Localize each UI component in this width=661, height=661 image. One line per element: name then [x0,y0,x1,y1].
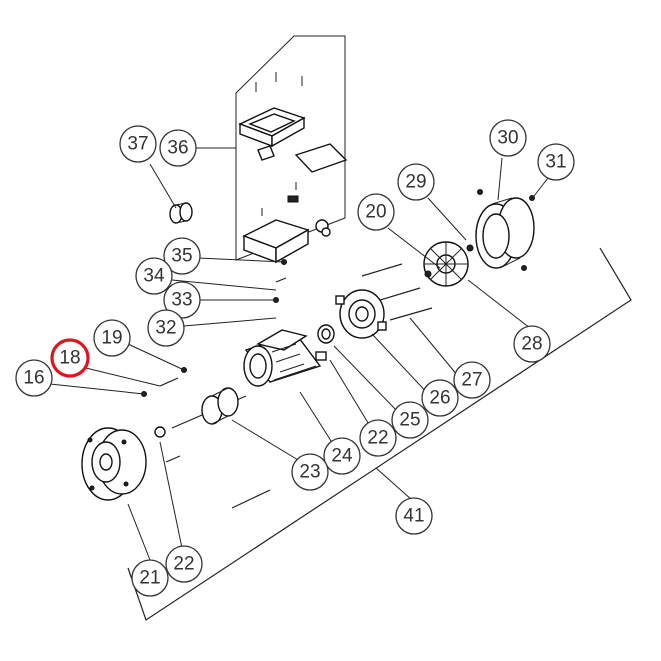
terminal-box-assembly [238,72,348,264]
callout-41[interactable]: 41 [395,497,433,535]
callout-22-lower-label: 22 [173,554,194,575]
callout-30[interactable]: 30 [489,119,527,157]
callout-26-label: 26 [429,388,450,409]
callout-22-upper[interactable]: 22 [359,419,397,457]
callout-32-label: 32 [155,318,176,339]
callout-33[interactable]: 33 [163,281,201,319]
callout-16[interactable]: 16 [15,359,53,397]
callout-22-lower[interactable]: 22 [165,545,203,583]
front-flange [81,427,147,501]
callout-28-label: 28 [521,334,542,355]
stator-housing [243,329,322,387]
callout-20[interactable]: 20 [357,193,395,231]
callout-23[interactable]: 23 [291,453,329,491]
callout-41-label: 41 [403,506,424,527]
callout-35[interactable]: 35 [163,237,201,275]
leader-lines [49,147,549,561]
tie-rods [361,263,433,321]
callout-24[interactable]: 24 [323,437,361,475]
cooling-fan [423,241,474,287]
rear-end-shield [335,289,387,339]
callout-25[interactable]: 25 [391,401,429,439]
callout-31-label: 31 [545,152,566,173]
callout-22-upper-label: 22 [367,428,388,449]
rear-bearing [315,324,335,361]
callout-21[interactable]: 21 [131,559,169,597]
callout-16-label: 16 [23,368,44,389]
screws [141,189,535,509]
callout-24-label: 24 [331,446,353,467]
callout-36[interactable]: 36 [159,129,197,167]
callout-34-label: 34 [143,266,165,287]
callout-21-label: 21 [139,568,160,589]
callout-33-label: 33 [171,290,192,311]
callout-27[interactable]: 27 [453,361,491,399]
callout-28[interactable]: 28 [513,325,551,363]
callout-23-label: 23 [299,462,320,483]
callout-35-label: 35 [171,246,192,267]
callout-25-label: 25 [399,410,420,431]
callout-20-label: 20 [365,202,386,223]
callout-29-label: 29 [405,172,426,193]
callout-34[interactable]: 34 [135,257,173,295]
rotor-shaft [154,387,247,438]
assembly-outline [127,35,632,621]
callout-36-label: 36 [167,138,188,159]
callout-29[interactable]: 29 [397,163,435,201]
callout-37-label: 37 [127,134,148,155]
callout-31[interactable]: 31 [537,143,575,181]
callout-19[interactable]: 19 [93,319,131,357]
callout-26[interactable]: 26 [421,379,459,417]
spring-part [169,202,193,224]
callout-27-label: 27 [461,370,482,391]
callout-30-label: 30 [497,128,518,149]
callout-18-label: 18 [59,348,80,369]
callout-18[interactable]: 18 [50,338,90,378]
callout-37[interactable]: 37 [119,125,157,163]
callout-19-label: 19 [101,328,122,349]
callout-32[interactable]: 32 [147,309,185,347]
fan-cover [475,197,535,269]
